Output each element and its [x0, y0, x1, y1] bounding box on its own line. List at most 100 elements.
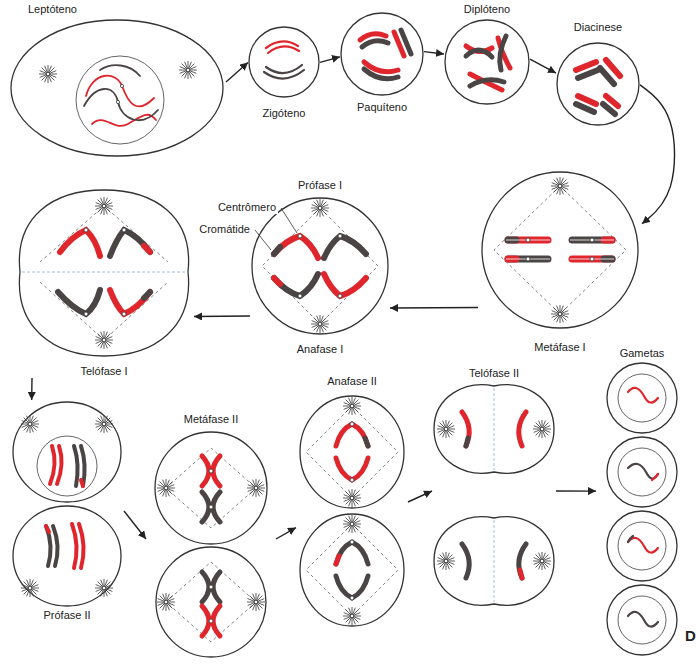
cell-outline [444, 2, 530, 106]
cell-membrane [434, 385, 554, 473]
cell-stage: Diacinese [556, 20, 640, 138]
cell-membrane [300, 514, 404, 626]
cell-outline [10, 400, 124, 622]
anaphase-two-chromosomes [336, 542, 368, 564]
prophase-two-chromosomes [79, 524, 84, 568]
stage-label: Anafase II [327, 374, 377, 388]
cell-stage: Anafase I [250, 196, 390, 356]
diplotene-chromosomes [466, 36, 510, 90]
anaphase-one-chromosomes [274, 247, 280, 254]
leptotene-chromosomes [39, 56, 197, 144]
cell-outline [340, 10, 424, 114]
cell-membrane [607, 511, 677, 581]
cell-membrane [19, 190, 188, 356]
telophase-one-chromosomes [60, 230, 100, 256]
prophase-two-chromosomes [81, 446, 85, 486]
telophase-two-chromosomes [437, 420, 455, 438]
metaphase-two-chromosomes [166, 562, 256, 642]
telophase-one-chromosomes [110, 290, 150, 314]
anaphase-one-chromosomes [274, 278, 280, 284]
diakinesis-chromosomes [600, 68, 614, 84]
diakinesis-chromosomes [576, 104, 594, 112]
anaphase-one-chromosomes [338, 234, 342, 238]
anaphase-two-chromosomes [350, 596, 354, 600]
cell-membrane [607, 585, 677, 655]
telophase-one-chromosomes [110, 230, 150, 256]
anaphase-two-chromosomes [343, 489, 361, 507]
cell-stage: Paquíteno [340, 10, 424, 114]
cell-stage: Leptóteno [8, 2, 226, 162]
gamete-nuclei [628, 388, 658, 403]
anaphase-two-chromosomes [336, 424, 368, 598]
telophase-two-chromosomes [533, 552, 551, 570]
anaphase-one-chromosomes [324, 274, 366, 296]
cell-stage: Telófase I [14, 186, 194, 378]
telophase-two-chromosomes [462, 412, 526, 578]
diplotene-chromosomes [466, 50, 492, 57]
cell-membrane [300, 396, 404, 508]
cell-stage: Diplóteno [444, 2, 530, 106]
telophase-one-chromosomes [95, 197, 113, 215]
metaphase-one-chromosomes [526, 238, 530, 242]
pachytene-chromosomes [360, 30, 411, 79]
prophase-two-chromosomes [46, 526, 51, 566]
cell-membrane [341, 13, 423, 95]
leptotene-chromosomes [179, 61, 197, 79]
metaphase-two-chromosomes [202, 606, 209, 636]
cell-outline [14, 186, 194, 378]
metaphase-two-chromosomes [202, 492, 209, 522]
stage-label: Metáfase I [534, 340, 585, 354]
anaphase-two-chromosomes [343, 607, 361, 625]
stage-arrow [194, 315, 250, 317]
telophase-two-chromosomes [519, 544, 526, 578]
telophase-two-chromosomes [519, 412, 526, 446]
cell-membrane [607, 437, 677, 507]
diplotene-chromosomes [466, 36, 510, 90]
cell-stage: Prófase II [10, 400, 124, 622]
prophase-two-chromosomes [21, 579, 39, 597]
stage-label: Gametas [620, 346, 665, 360]
gamete-nuclei [628, 536, 633, 542]
prophase-two-chromosomes [37, 436, 97, 496]
prophase-two-chromosomes [21, 415, 39, 433]
cell-stage: Zigóteno [248, 24, 320, 120]
metaphase-one-chromosomes [526, 257, 530, 261]
stage-label: Diacinese [574, 20, 622, 34]
diakinesis-chromosomes [578, 96, 596, 104]
anaphase-two-chromosomes [306, 524, 398, 616]
stage-label: Telófase II [469, 366, 519, 380]
metaphase-two-chromosomes [247, 593, 265, 611]
leptotene-chromosomes [116, 100, 119, 103]
metaphase-two-chromosomes [166, 448, 256, 528]
cell-outline [432, 366, 556, 616]
leader-line [281, 208, 297, 233]
metaphase-two-chromosomes [157, 479, 175, 497]
telophase-one-chromosomes [22, 197, 186, 349]
stage-label: Prófase II [43, 608, 90, 622]
gamete-nuclei [618, 374, 666, 644]
structure-label: Cromátide [197, 222, 252, 236]
anaphase-one-chromosomes [262, 199, 378, 333]
prophase-two-chromosomes [95, 579, 113, 597]
anaphase-two-chromosomes [343, 397, 361, 415]
stage-arrow [424, 52, 444, 54]
cell-outline [250, 196, 390, 356]
stage-arrow [530, 59, 556, 73]
stage-label: Zigóteno [263, 106, 306, 120]
telophase-two-chromosomes [494, 388, 495, 470]
metaphase-one-chromosomes [590, 238, 594, 242]
anaphase-one-chromosomes [274, 274, 318, 296]
cell-outline [596, 346, 688, 658]
leptotene-chromosomes [39, 65, 57, 83]
telophase-two-chromosomes [462, 412, 469, 446]
prophase-two-chromosomes [81, 480, 83, 486]
anaphase-one-chromosomes [262, 208, 378, 324]
cell-membrane [252, 198, 388, 334]
telophase-one-chromosomes [84, 228, 88, 232]
cell-membrane [155, 432, 267, 544]
pachytene-chromosomes [401, 30, 411, 54]
telophase-one-chromosomes [122, 312, 126, 316]
anaphase-one-chromosomes [324, 236, 366, 258]
pachytene-chromosomes [360, 30, 411, 79]
